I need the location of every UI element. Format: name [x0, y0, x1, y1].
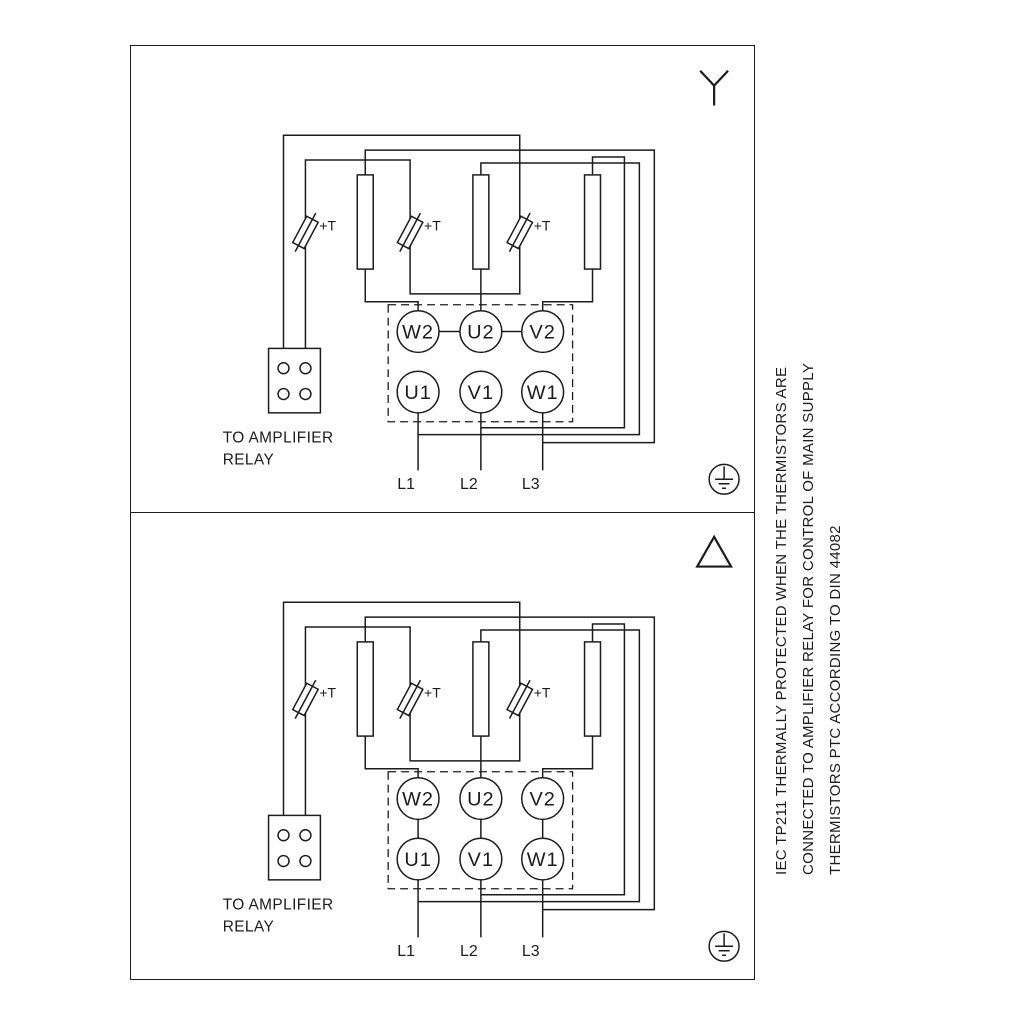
thermistor-label: +T: [534, 217, 551, 233]
thermistor-label: +T: [319, 684, 336, 700]
terminal-u2: U2: [459, 309, 503, 354]
thermistor: [396, 679, 424, 720]
thermistor-label: +T: [424, 217, 441, 233]
svg-text:U2: U2: [467, 322, 494, 344]
delta-icon: [695, 534, 733, 568]
delta-wiring-diagram: +T +T +T TO AMPLIFIER RELAY W2 U2 V2 U: [223, 534, 740, 962]
svg-text:W1: W1: [527, 382, 559, 404]
earth-ground-icon: [708, 930, 740, 962]
terminal-v2: V2: [520, 309, 565, 354]
terminal-w1: W1: [520, 837, 565, 881]
relay-note-line: TO AMPLIFIER: [223, 897, 334, 914]
star-icon: [699, 70, 729, 106]
svg-text:V1: V1: [468, 849, 494, 871]
supply-label-l2: L2: [460, 943, 478, 960]
delta-panel: +T +T +T TO AMPLIFIER RELAY W2 U2 V2 U: [131, 513, 754, 979]
winding-to-terminal-wires: [364, 736, 594, 778]
svg-text:V1: V1: [468, 382, 494, 404]
motor-winding: [583, 174, 602, 270]
supply-label-l3: L3: [522, 943, 540, 960]
thermistor-label: +T: [319, 217, 336, 233]
svg-text:W2: W2: [402, 322, 434, 344]
amplifier-relay-box: [267, 814, 322, 881]
supply-lead-wires: [417, 412, 544, 471]
thermistor: [396, 212, 424, 253]
terminal-board-outline: [387, 771, 574, 890]
thermistor-label: +T: [534, 684, 551, 700]
thermistor: [291, 212, 320, 253]
thermistor: [506, 212, 534, 253]
earth-ground-icon: [708, 463, 740, 495]
terminal-board-outline: [387, 304, 574, 423]
terminal-w2: W2: [396, 309, 440, 354]
svg-text:V2: V2: [529, 789, 555, 811]
svg-text:W1: W1: [527, 849, 559, 871]
motor-winding: [472, 174, 490, 270]
thermistor-label: +T: [424, 684, 441, 700]
supply-lead-wires: [417, 879, 544, 938]
terminal-v2: V2: [520, 776, 565, 821]
thermistor: [506, 679, 534, 720]
svg-text:U2: U2: [467, 789, 494, 811]
winding-to-terminal-wires: [364, 269, 594, 311]
svg-text:V2: V2: [529, 322, 555, 344]
terminal-w1: W1: [520, 370, 565, 414]
supply-label-l2: L2: [460, 476, 478, 493]
relay-note-line: TO AMPLIFIER: [223, 430, 334, 447]
side-note-line: THERMISTORS PTC ACCORDING TO DIN 44082: [827, 525, 844, 875]
side-note-line: CONNECTED TO AMPLIFIER RELAY FOR CONTROL…: [800, 362, 817, 875]
motor-winding: [356, 174, 374, 270]
terminal-v1: V1: [459, 370, 503, 414]
supply-label-l3: L3: [522, 476, 540, 493]
side-note: IEC TP211 THERMALLY PROTECTED WHEN THE T…: [768, 45, 852, 980]
star-wiring-diagram: +T +T +T TO AMPLIFIER RELAY W2 U2: [223, 70, 740, 495]
side-note-line: IEC TP211 THERMALLY PROTECTED WHEN THE T…: [773, 366, 790, 875]
motor-winding: [583, 641, 602, 737]
relay-note-line: RELAY: [223, 918, 274, 935]
motor-winding: [356, 641, 374, 737]
wiring-frame: +T +T +T TO AMPLIFIER RELAY W2 U2: [130, 45, 755, 980]
supply-label-l1: L1: [397, 476, 415, 493]
relay-note-line: RELAY: [223, 451, 274, 468]
delta-bridge-links: [417, 819, 544, 839]
star-panel: +T +T +T TO AMPLIFIER RELAY W2 U2: [131, 46, 754, 513]
terminal-w2: W2: [396, 776, 440, 821]
svg-text:U1: U1: [404, 849, 431, 871]
supply-label-l1: L1: [397, 943, 415, 960]
svg-text:U1: U1: [404, 382, 431, 404]
terminal-u2: U2: [459, 776, 503, 821]
amplifier-relay-box: [267, 347, 322, 414]
winding-return-wires: [364, 149, 656, 444]
svg-text:W2: W2: [402, 789, 434, 811]
motor-winding: [472, 641, 490, 737]
winding-return-wires: [364, 616, 656, 911]
terminal-v1: V1: [459, 837, 503, 881]
terminal-u1: U1: [396, 370, 440, 414]
thermistor: [291, 679, 320, 720]
terminal-u1: U1: [396, 837, 440, 881]
